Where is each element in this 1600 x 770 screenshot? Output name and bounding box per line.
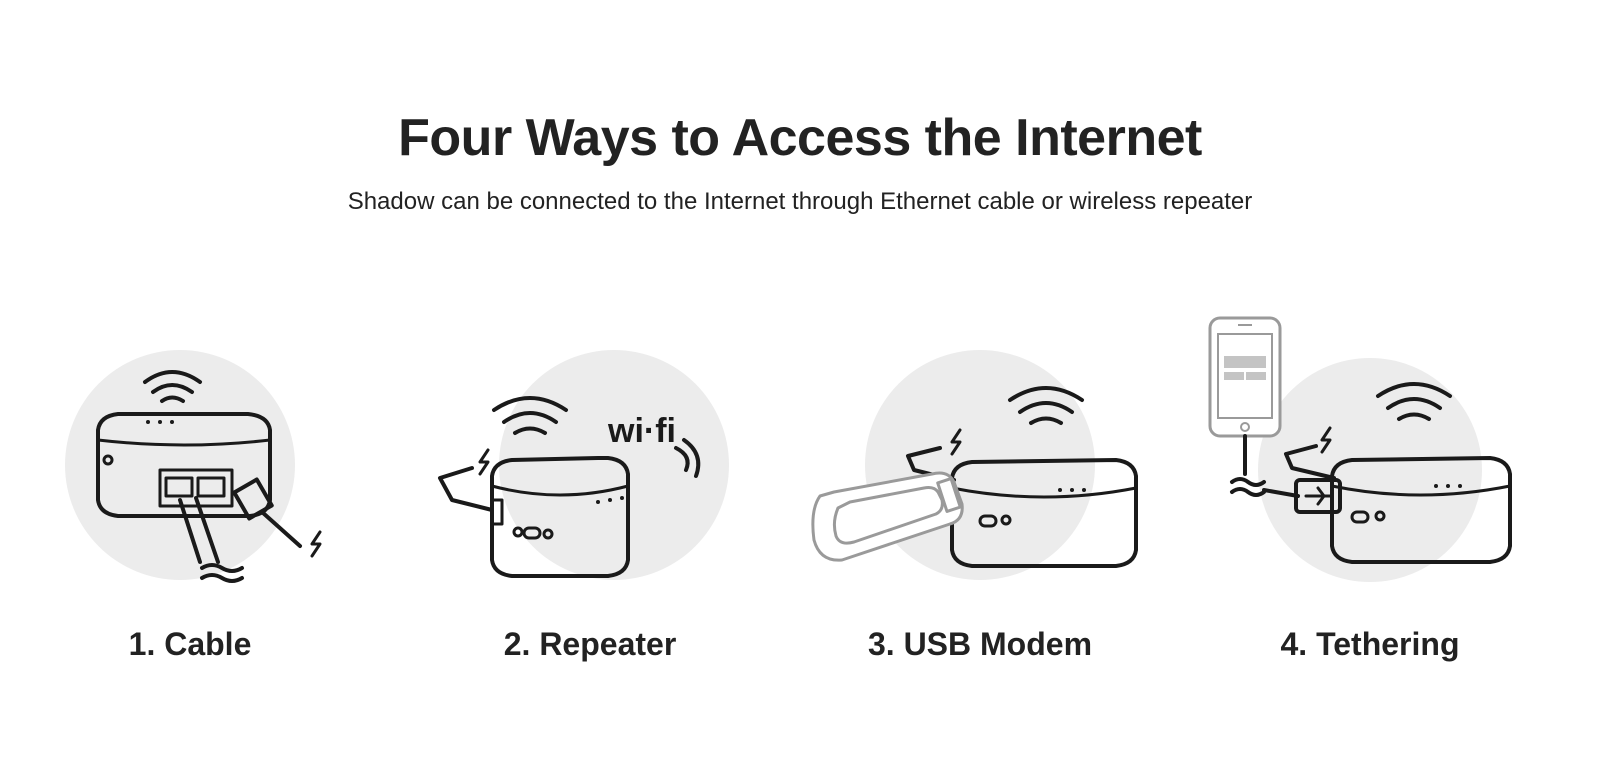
repeater-illustration: wi·fi bbox=[438, 350, 729, 580]
cable-illustration bbox=[65, 350, 322, 583]
tethering-illustration bbox=[1208, 316, 1512, 582]
ethernet-cable-icon bbox=[178, 496, 244, 583]
wifi-signal-icon bbox=[1008, 386, 1084, 425]
router-icon bbox=[490, 456, 630, 578]
wifi-signal-icon bbox=[1376, 382, 1452, 421]
usb-modem-illustration bbox=[811, 350, 1138, 580]
svg-text:wi·fi: wi·fi bbox=[607, 412, 676, 450]
smartphone-icon bbox=[1208, 316, 1282, 438]
methods-list: 1. Cable wi·fi bbox=[0, 300, 1600, 700]
method-label-usb-modem: 3. USB Modem bbox=[867, 626, 1093, 662]
wifi-signal-icon bbox=[492, 396, 568, 435]
method-label-cable: 1. Cable bbox=[128, 626, 252, 662]
wifi-logo-icon: wi·fi bbox=[607, 412, 701, 478]
router-icon bbox=[1330, 456, 1512, 564]
page-title: Four Ways to Access the Internet bbox=[398, 109, 1202, 167]
wifi-signal-icon bbox=[143, 370, 202, 403]
page-subtitle: Shadow can be connected to the Internet … bbox=[347, 188, 1253, 215]
method-card-cable: 1. Cable bbox=[0, 300, 380, 680]
method-card-repeater: wi·fi bbox=[400, 300, 780, 680]
method-card-usb-modem: 3. USB Modem bbox=[790, 300, 1170, 680]
method-label-repeater: 2. Repeater bbox=[503, 626, 677, 662]
power-cable-icon bbox=[438, 448, 494, 512]
router-icon bbox=[950, 458, 1138, 568]
method-card-tethering: 4. Tethering bbox=[1180, 300, 1560, 680]
method-label-tethering: 4. Tethering bbox=[1280, 626, 1460, 662]
power-cable-icon bbox=[1284, 426, 1336, 480]
power-cable-icon bbox=[232, 477, 322, 558]
usb-cable-icon bbox=[1230, 434, 1342, 514]
usb-dongle-icon bbox=[811, 471, 964, 562]
